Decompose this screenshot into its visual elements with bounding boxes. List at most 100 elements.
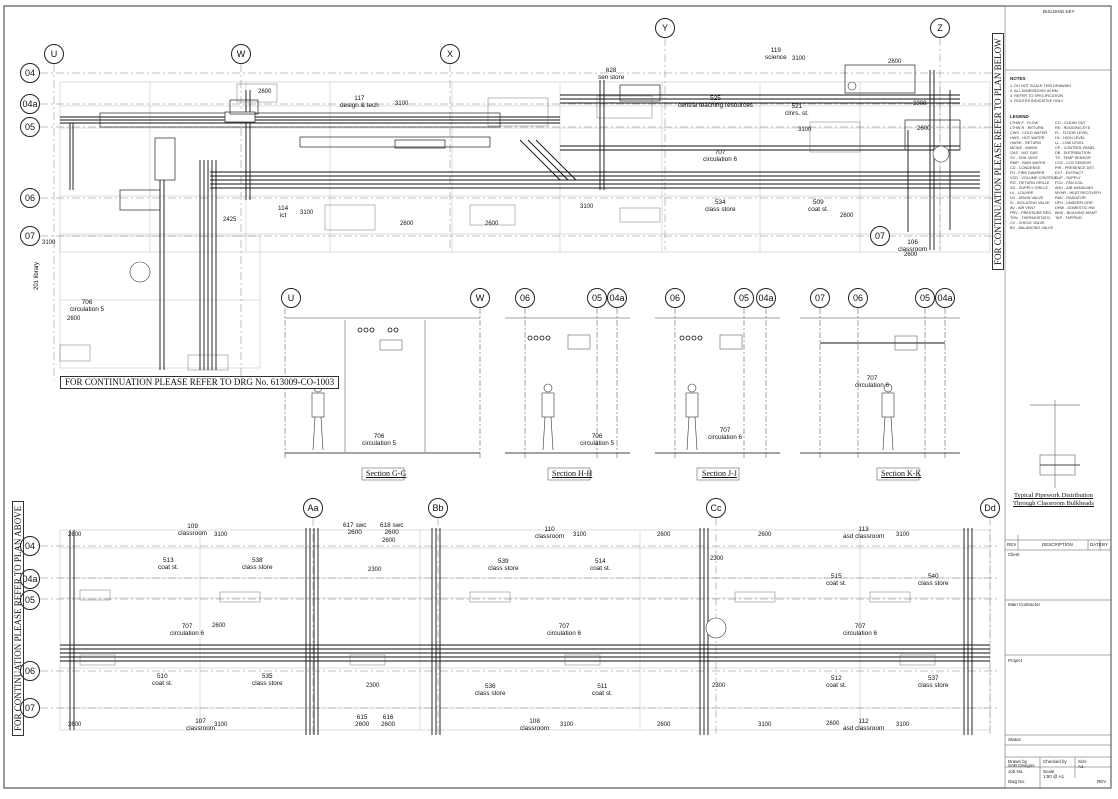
room-108: 108 classroom (520, 718, 550, 732)
grid-bubble-bb: Bb (428, 498, 448, 518)
tb-main-contractor: Main Contractor (1008, 602, 1041, 607)
tb-scale: 1:50 @ A1 (1043, 774, 1065, 779)
grid-bubble-row-05: 05 (20, 117, 40, 137)
section-room-jj: 707 circulation 6 (708, 427, 743, 441)
room-628: 628 sen store (598, 67, 625, 81)
dim-bottom: 3100 (896, 722, 910, 728)
dim-top: 2600 (840, 213, 854, 219)
section-room-hh: 706 circulation 5 (580, 433, 615, 447)
room-107: 107 classroom (186, 718, 216, 732)
dim-bottom: 2300 (712, 683, 726, 689)
tb-date-h: DATE (1090, 542, 1102, 547)
grid-bubble-cc: Cc (706, 498, 726, 518)
dim-top: 2600 (888, 59, 902, 65)
grid-bubble-row-06: 06 (20, 188, 40, 208)
room-117: 117 design & tech (340, 95, 379, 109)
sec-hh-grid-04a: 04a (607, 288, 627, 308)
grid-bubble-w: W (231, 44, 251, 64)
dim-bottom: 3100 (573, 532, 587, 538)
continuation-note-drg: FOR CONTINUATION PLEASE REFER TO DRG No.… (60, 376, 340, 389)
sec-kk-grid-07: 07 (810, 288, 830, 308)
room-525: 525 central teaching resources (678, 95, 753, 109)
dim-bottom: 3100 (214, 532, 228, 538)
dim-bottom: 3100 (214, 722, 228, 728)
dim-top: 2600 (917, 126, 931, 132)
dim-bottom: 2600 (657, 722, 671, 728)
grid-bubble-b-row-06: 06 (20, 661, 40, 681)
grid-bubble-aa: Aa (303, 498, 323, 518)
sec-gg-grid-u: U (281, 288, 301, 308)
dim-top: 3100 (798, 127, 812, 133)
section-title-jj: Section J-J (702, 469, 737, 478)
tb-legend-title: LEGEND (1010, 114, 1029, 119)
dim-top: 3100 (42, 240, 56, 246)
room-513: 513 coat st. (158, 557, 179, 571)
room-538: 538 class store (242, 557, 273, 571)
section-room-gg: 706 circulation 5 (362, 433, 397, 447)
dim-bottom: 2600 (758, 532, 772, 538)
grid-bubble-row-04: 04 (20, 63, 40, 83)
dim-bottom: 2600 (826, 721, 840, 727)
room-521: 521 clnrs. st. (785, 103, 809, 117)
grid-bubble-z: Z (930, 18, 950, 38)
continuation-note-below: FOR CONTINUATION PLEASE REFER TO PLAN BE… (992, 33, 1004, 270)
sec-kk-grid-05: 05 (915, 288, 935, 308)
tb-rev-h: REV (1007, 542, 1017, 547)
dim-top: 2425 (223, 217, 237, 223)
sec-jj-grid-05: 05 (734, 288, 754, 308)
sec-jj-grid-06: 06 (665, 288, 685, 308)
dim-bottom: 2300 (366, 683, 380, 689)
sec-hh-grid-06: 06 (515, 288, 535, 308)
grid-bubble-x: X (440, 44, 460, 64)
room-511: 511 coat st. (592, 683, 613, 697)
sections (284, 308, 960, 481)
dim-top: 3100 (580, 204, 594, 210)
top-plan (40, 38, 1000, 380)
room-706: 706 circulation 5 (70, 299, 105, 313)
room-109: 109 classroom (178, 523, 208, 537)
grid-bubble-b-row-04: 04 (20, 536, 40, 556)
sec-jj-grid-04a: 04a (756, 288, 776, 308)
room-616: 616 2600 (381, 714, 396, 728)
room-106: 106 classroom (898, 239, 928, 253)
room-707-b2: 707 circulation 6 (547, 623, 582, 637)
room-537: 537 class store (918, 675, 949, 689)
room-119: 119 science (765, 47, 787, 61)
room-515: 515 coat st. (826, 573, 847, 587)
tb-scale-label: Scale (1043, 769, 1055, 774)
tb-project: Project (1008, 658, 1023, 663)
room-112: 112 asd classroom (843, 718, 885, 732)
tb-client: Client (1008, 552, 1020, 557)
room-618: 618 swc 2600 (380, 522, 404, 536)
grid-bubble-u: U (44, 44, 64, 64)
dim-top: 2300 (913, 101, 927, 107)
section-title-gg: Section G-G (366, 469, 407, 478)
room-707-b3: 707 circulation 6 (843, 623, 878, 637)
tb-by-h: BY (1102, 542, 1109, 547)
continuation-note-above: FOR CONTINUATION PLEASE REFER TO PLAN AB… (12, 500, 24, 736)
room-707-top: 707 circulation 6 (703, 149, 738, 163)
room-512: 512 coat st. (826, 675, 847, 689)
dim-bottom: 3100 (758, 722, 772, 728)
room-201: 201 library (34, 261, 40, 290)
section-room-kk: 707 circulation 6 (855, 375, 890, 389)
section-title-hh: Section H-H (552, 469, 593, 478)
dim-bottom: 2600 (212, 623, 226, 629)
dim-top: 3100 (395, 101, 409, 107)
tb-desc-h: DESCRIPTION (1042, 542, 1073, 547)
section-title-kk: Section K-K (881, 469, 922, 478)
dim-top: 2600 (904, 252, 918, 258)
tb-checked-by: Checked by (1043, 759, 1067, 764)
tb-drawn-by-label: Drawn by (1008, 759, 1028, 764)
room-540: 540 class store (918, 573, 949, 587)
grid-bubble-row-07: 07 (20, 226, 40, 246)
dim-bottom: 2600 (382, 538, 396, 544)
sec-hh-grid-05: 05 (587, 288, 607, 308)
sec-kk-grid-04a: 04a (935, 288, 955, 308)
bottom-plan (40, 518, 1000, 735)
tb-rev: REV (1097, 779, 1107, 784)
typical-detail-caption: Typical Pipework Distribution Through Cl… (1013, 492, 1094, 507)
grid-bubble-b-row-07: 07 (20, 698, 40, 718)
grid-bubble-y: Y (655, 18, 675, 38)
dim-bottom: 2600 (657, 532, 671, 538)
